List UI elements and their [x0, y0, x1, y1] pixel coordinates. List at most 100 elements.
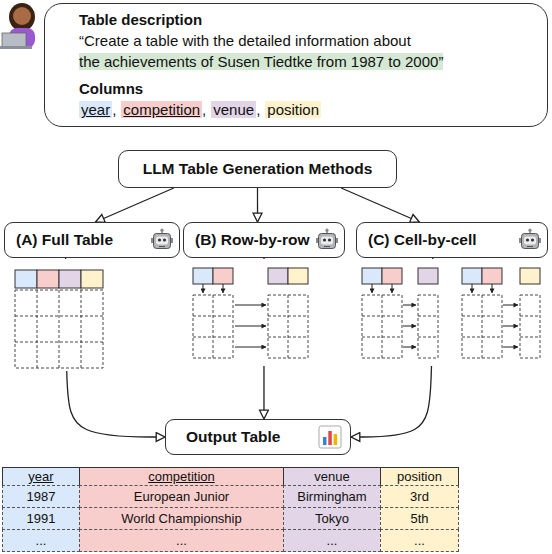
description-box: Table description“Create a table with th… — [44, 3, 548, 127]
output-box: Output Table — [165, 419, 351, 455]
robot-icon — [519, 229, 541, 249]
mask — [8, 259, 112, 371]
node-text: competition — [121, 101, 202, 118]
node-text: Output Table — [186, 428, 280, 445]
text-line: Table description — [79, 9, 539, 30]
cell-grid — [193, 295, 233, 358]
text-line: the achievements of Susen Tiedtke from 1… — [79, 51, 539, 72]
grid-line — [418, 337, 438, 338]
node-text: venue — [211, 101, 256, 118]
node-text: Table description — [79, 11, 202, 28]
mask — [358, 259, 546, 366]
header-cell — [418, 268, 438, 284]
header-cell — [482, 268, 502, 284]
table-cell: 1987 — [2, 485, 80, 508]
node-text: (B) Row-by-row — [195, 231, 310, 248]
header-cell — [193, 268, 213, 284]
robot-icon — [151, 229, 173, 249]
hair — [9, 3, 35, 31]
header-cell — [81, 270, 103, 288]
method-box: (C) Cell-by-cell — [356, 222, 548, 258]
grid-line — [382, 295, 383, 358]
user-icon — [0, 3, 35, 49]
grid-line — [268, 337, 308, 338]
grid-line — [362, 337, 402, 338]
header-cell — [362, 268, 382, 284]
grid-line — [268, 316, 308, 317]
cell-grid — [418, 295, 438, 358]
table-cell: Tokyo — [283, 507, 381, 530]
separator: , — [112, 101, 116, 118]
laptop-base — [0, 46, 32, 49]
flow-arrow — [96, 188, 174, 222]
table-cell: 3rd — [380, 485, 459, 508]
small-arrow — [372, 284, 373, 293]
flow-arrow — [257, 188, 258, 222]
small-arrow — [503, 347, 518, 348]
separator: , — [256, 101, 260, 118]
grid-line — [193, 337, 233, 338]
text-line: Output Table — [186, 428, 350, 446]
grid-line — [15, 342, 103, 343]
grid-line — [520, 337, 540, 338]
text-line: (B) Row-by-row — [195, 231, 344, 249]
chart-icon — [319, 426, 341, 448]
header-cell — [288, 268, 308, 284]
small-arrow — [223, 284, 224, 293]
small-arrow — [403, 305, 416, 306]
node-text: Columns — [79, 78, 143, 99]
header-cell — [382, 268, 402, 284]
cell-grid — [362, 295, 402, 358]
small-arrow — [235, 347, 266, 348]
table-cell: ... — [79, 529, 284, 552]
node-text: (C) Cell-by-cell — [368, 231, 477, 248]
text-line: (C) Cell-by-cell — [368, 231, 547, 249]
small-arrow — [403, 347, 416, 348]
table-cell: Birmingham — [283, 485, 381, 508]
method-box: (B) Row-by-row — [183, 222, 345, 258]
text-line: LLM Table Generation Methods — [143, 160, 373, 178]
mask — [186, 259, 316, 366]
row-table-sketch — [186, 259, 316, 366]
grid-line — [15, 316, 103, 317]
grid-line — [59, 290, 60, 368]
grid-line — [193, 316, 233, 317]
small-arrow — [503, 326, 518, 327]
table-cell: World Championship — [79, 507, 284, 530]
grid-line — [482, 295, 483, 358]
method-group-box: LLM Table Generation Methods — [118, 150, 397, 188]
text-line: Columns — [79, 72, 539, 99]
separator: , — [202, 101, 206, 118]
text-line: year,competition,venue,position — [79, 99, 539, 120]
node-text: LLM Table Generation Methods — [143, 160, 373, 177]
header-cell — [268, 268, 288, 284]
node-text: (A) Full Table — [16, 231, 113, 248]
table-cell: ... — [283, 529, 381, 552]
table-header-cell: position — [380, 467, 459, 486]
table-cell: ... — [380, 529, 459, 552]
header-cell — [37, 270, 59, 288]
table-cell: 1991 — [2, 507, 80, 530]
small-arrow — [472, 284, 473, 293]
cell-table-sketch — [358, 259, 546, 366]
small-arrow — [203, 284, 204, 293]
grid-line — [37, 290, 38, 368]
grid-line — [288, 295, 289, 358]
cell-grid — [268, 295, 308, 358]
node-text: the achievements of Susen Tiedtke from 1… — [79, 53, 443, 70]
cell-grid — [15, 290, 103, 368]
small-arrow — [492, 284, 493, 293]
header-cell — [462, 268, 482, 284]
cell-grid — [462, 295, 502, 358]
cell-grid — [520, 295, 540, 358]
robot-icon — [316, 229, 338, 249]
small-arrow — [503, 305, 518, 306]
small-arrow — [235, 305, 266, 306]
table-cell: ... — [2, 529, 80, 552]
grid-line — [213, 295, 214, 358]
laptop-screen — [2, 33, 26, 47]
face — [13, 7, 31, 25]
